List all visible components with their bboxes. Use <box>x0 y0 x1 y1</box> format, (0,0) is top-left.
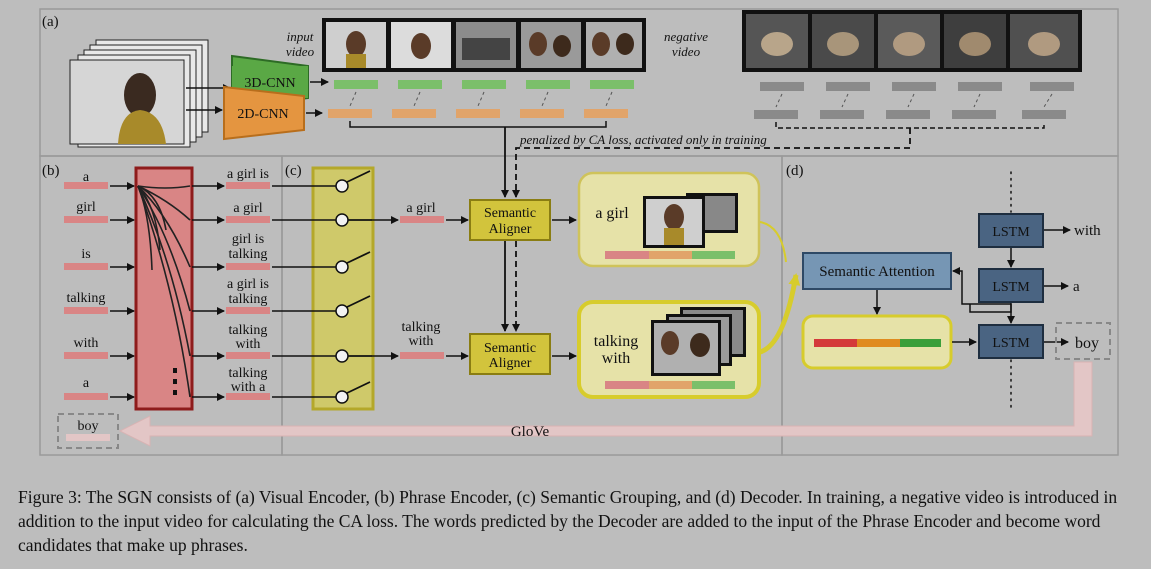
panel-b-label: (b) <box>42 163 60 179</box>
input-video-strip <box>322 18 646 72</box>
panel-c-label: (c) <box>285 163 302 179</box>
input-feature-bars <box>328 80 634 118</box>
semantic-aligner-1: Semantic Aligner <box>469 199 551 241</box>
semantic-attention-block: Semantic Attention <box>802 252 952 290</box>
cnn2d-label: 2D-CNN <box>237 107 288 122</box>
lstm-1: LSTM <box>978 213 1044 248</box>
group-1-label: a girl <box>595 205 629 222</box>
lstm-2-label: LSTM <box>992 280 1030 295</box>
phrase-1: a girl is <box>227 167 269 182</box>
word-a-1: a <box>83 170 90 185</box>
fed-back-word-box: boy <box>57 413 119 449</box>
phrase-5-line1: talking <box>229 323 268 338</box>
negative-video-label-1: negative <box>664 29 708 44</box>
word-talking: talking <box>67 291 106 306</box>
phrase-3-line2: talking <box>229 247 268 262</box>
phrase-candidates: a girl is a girl girl is talking a girl … <box>226 167 270 400</box>
phrase-4-line2: talking <box>229 292 268 307</box>
cnn3d-label: 3D-CNN <box>244 76 295 91</box>
phrase-encoder-block <box>134 166 194 411</box>
lstm-3-label: LSTM <box>992 336 1030 351</box>
negative-video-strip <box>742 10 1082 72</box>
lstm-2: LSTM <box>978 268 1044 303</box>
selected-phrase-2-line1: talking <box>402 320 441 335</box>
decoder-output-boy-box: boy <box>1055 322 1111 360</box>
attended-feature <box>801 314 953 370</box>
glove-label: GloVe <box>511 424 550 440</box>
selected-phrase-1: a girl <box>406 201 435 216</box>
phrase-6-line1: talking <box>229 366 268 381</box>
lstm-1-label: LSTM <box>992 225 1030 240</box>
aligner-1-line2: Aligner <box>489 222 532 237</box>
selected-phrase-2-line2: with <box>409 334 434 349</box>
phrase-3-line1: girl is <box>232 232 264 247</box>
phrase-4-line1: a girl is <box>227 277 269 292</box>
grouping-switches <box>272 166 375 411</box>
group-2-line2: with <box>602 350 630 367</box>
attention-label: Semantic Attention <box>819 264 935 280</box>
glove-feedback-arrow <box>118 361 1093 447</box>
panel-d-frame <box>781 155 1119 456</box>
ca-loss-note: penalized by CA loss, activated only in … <box>519 132 767 147</box>
group-2-line1: talking <box>594 333 638 350</box>
panel-d-label: (d) <box>786 163 804 179</box>
semantic-aligner-2: Semantic Aligner <box>469 333 551 375</box>
word-with: with <box>74 336 99 351</box>
decoder-output-boy: boy <box>1075 335 1099 352</box>
input-video-label-2: video <box>286 44 315 59</box>
aligned-group-2: talking with <box>577 300 761 399</box>
decoder-output-with: with <box>1074 223 1101 239</box>
figure-caption: Figure 3: The SGN consists of (a) Visual… <box>18 487 1118 555</box>
decoder-output-a: a <box>1073 279 1080 295</box>
aligner-1-line1: Semantic <box>484 206 536 221</box>
aligner-2-line2: Aligner <box>489 356 532 371</box>
negative-video-label-2: video <box>672 44 701 59</box>
word-a-2: a <box>83 376 90 391</box>
phrase-6-line2: with a <box>231 380 266 395</box>
phrase-5-line2: with <box>236 337 261 352</box>
fed-back-word: boy <box>78 419 99 434</box>
panel-a-label: (a) <box>42 14 59 30</box>
aligned-group-1: a girl <box>577 171 761 268</box>
phrase-2: a girl <box>233 201 262 216</box>
word-inputs: a girl is talking with a <box>64 170 108 400</box>
aligner-2-line1: Semantic <box>484 341 536 356</box>
input-video-label-1: input <box>287 29 314 44</box>
frame-stack <box>69 39 209 148</box>
lstm-3: LSTM <box>978 324 1044 359</box>
word-girl: girl <box>76 200 96 215</box>
negative-feature-bars <box>754 82 1074 119</box>
cnn-2d-block: 2D-CNN <box>223 85 305 141</box>
word-is: is <box>81 247 90 262</box>
